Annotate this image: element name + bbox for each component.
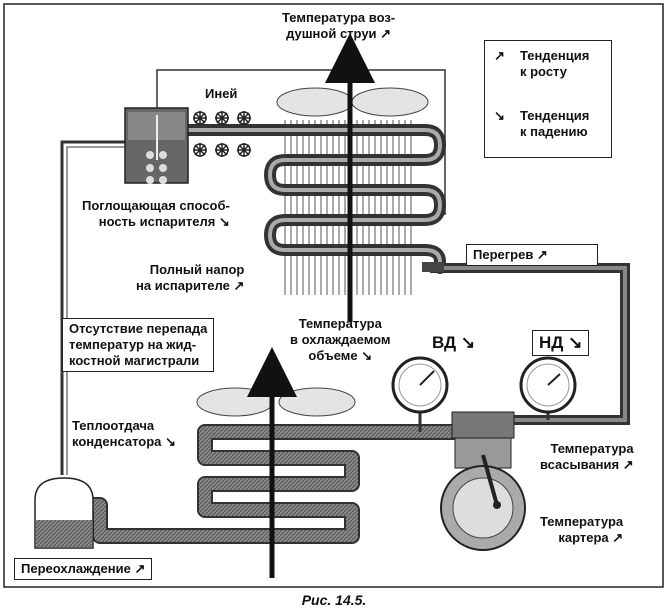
condenser-fan-icon [196,387,356,417]
low-pressure-gauge-icon [519,356,577,420]
label-no-temp-difference: Отсутствие перепада температур на жид- к… [62,318,215,372]
frost-icon [193,111,251,157]
bulb [422,262,444,272]
condenser-coil [82,424,510,544]
evaporator-fins [284,120,412,295]
legend-down-icon: ↘ [494,108,505,123]
legend-down-text: Тенденция к падению [520,108,590,139]
expansion-valve [124,107,189,184]
label-high-pressure: ВД ↘ [432,333,476,352]
label-crankcase-temp: Температура картера ↗ [540,514,624,545]
evaporator-coil-inner [180,128,443,268]
label-evaporator-capacity: Поглощающая способ- ность испарителя ↘ [82,198,230,229]
label-superheat: Перегрев ↗ [466,244,598,266]
evaporator-fan-icon [276,87,429,117]
compressor [440,411,526,551]
label-frost: Иней [205,86,238,101]
receiver [34,477,94,549]
high-pressure-gauge-icon [391,356,449,432]
legend-up-text: Тенденция к росту [520,48,590,79]
label-suction-temp: Температура всасывания ↗ [540,441,634,472]
label-cooled-volume-temp: Температура в охлаждаемом объеме ↘ [290,316,391,363]
figure-caption: Рис. 14.5. [301,592,367,608]
label-air-temperature: Температура воз- душной струи ↗ [282,10,396,41]
suction-line-inner [430,266,627,422]
label-subcooling: Переохлаждение ↗ [14,558,153,580]
label-evaporator-head: Полный напор на испарителе ↗ [136,262,245,293]
legend-up-icon: ↗ [494,48,505,63]
legend [484,40,612,158]
label-low-pressure: НД ↘ [532,330,590,356]
frame [3,3,664,588]
label-condenser-heat: Теплоотдача конденсатора ↘ [72,418,176,449]
